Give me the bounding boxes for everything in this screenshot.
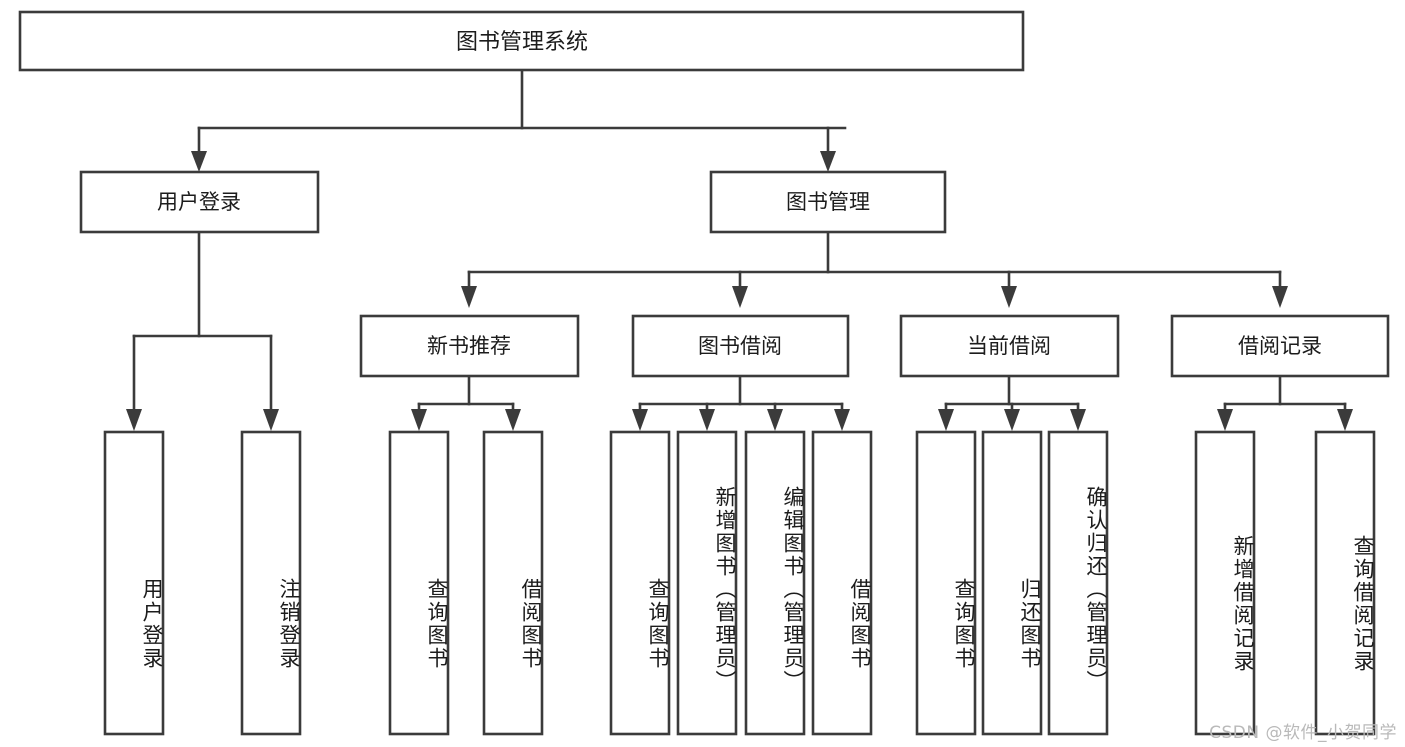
node-user-login-label: 用户登录	[157, 190, 241, 214]
connector-book-borrow-stem	[632, 374, 850, 431]
connector-book-management-stem	[461, 230, 1288, 308]
node-leaf-query-record[interactable]	[1314, 430, 1376, 736]
node-root[interactable]	[18, 10, 1025, 72]
csdn-watermark: CSDN @软件_小贺同学	[1209, 723, 1397, 743]
node-borrow-record-label: 借阅记录	[1238, 334, 1322, 358]
node-book-borrow-label: 图书借阅	[698, 334, 782, 358]
node-leaf-return-book[interactable]	[981, 430, 1043, 736]
node-leaf-edit-book[interactable]	[744, 430, 806, 736]
node-current-borrow[interactable]	[899, 314, 1120, 378]
node-new-book-recommend-label: 新书推荐	[427, 334, 511, 358]
node-current-borrow-label: 当前借阅	[967, 334, 1051, 358]
node-book-management[interactable]	[709, 170, 947, 234]
node-book-borrow[interactable]	[631, 314, 850, 378]
node-leaf-confirm-return[interactable]	[1047, 430, 1109, 736]
node-leaf-add-book[interactable]	[676, 430, 738, 736]
node-borrow-record[interactable]	[1170, 314, 1390, 378]
node-leaf-query-book-3[interactable]	[915, 430, 977, 736]
connector-new-book-recommend-stem	[411, 374, 521, 431]
node-book-management-label: 图书管理	[786, 190, 870, 214]
connector-root-to-book-management	[820, 126, 836, 172]
node-leaf-query-book-1[interactable]	[388, 430, 450, 736]
node-leaf-borrow-book-2[interactable]	[811, 430, 873, 736]
node-leaf-borrow-book-1[interactable]	[482, 430, 544, 736]
node-root-label: 图书管理系统	[456, 30, 588, 55]
connector-root-to-user-login	[191, 126, 207, 172]
node-leaf-user-logout[interactable]	[240, 430, 302, 736]
connector-current-borrow-stem	[938, 374, 1086, 431]
connector-borrow-record-stem	[1217, 374, 1353, 431]
node-leaf-user-login[interactable]	[103, 430, 165, 736]
node-leaf-query-book-2[interactable]	[609, 430, 671, 736]
node-leaf-add-record[interactable]	[1194, 430, 1256, 736]
node-user-login[interactable]	[79, 170, 320, 234]
connector-root-stem	[197, 68, 847, 130]
connector-user-login-stem	[126, 230, 279, 431]
node-new-book-recommend[interactable]	[359, 314, 580, 378]
